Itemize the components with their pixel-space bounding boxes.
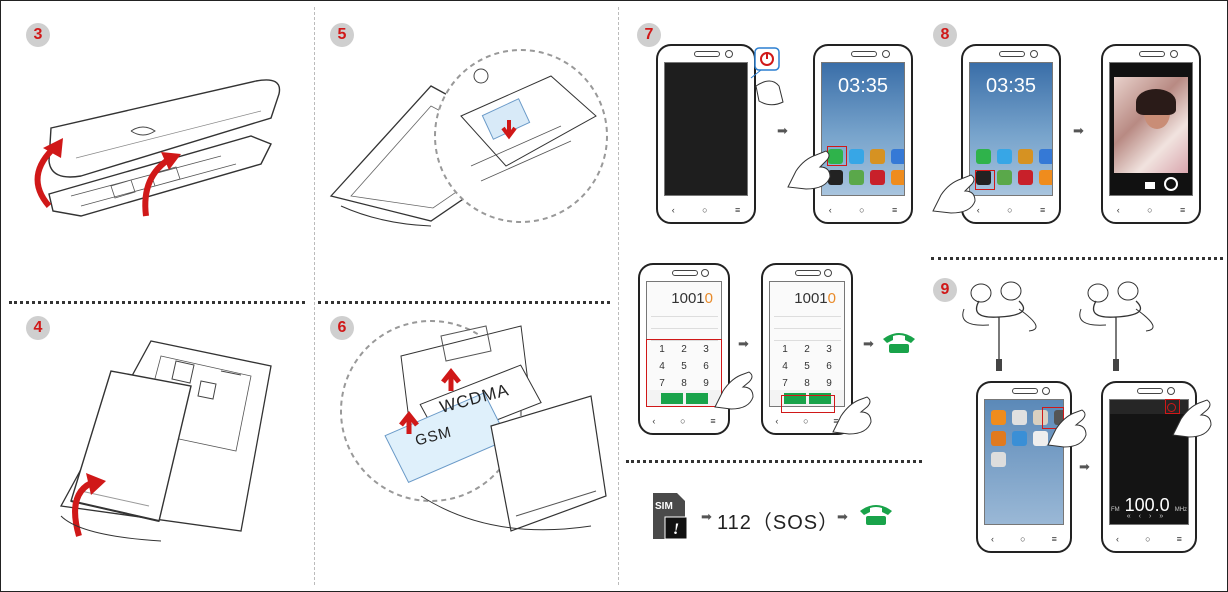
highlight-call-button (781, 395, 835, 413)
gallery-app-icon[interactable] (997, 170, 1012, 185)
highlight-fm-power (1165, 399, 1180, 414)
divider (314, 7, 315, 585)
step3-remove-cover-illustration (34, 79, 281, 217)
phone-dialer-1: 10010 123 456 789 *0# ‹○≡ (638, 263, 730, 435)
power-button-callout (750, 47, 784, 106)
contacts-app-icon[interactable] (1018, 149, 1033, 164)
dotted-divider (9, 301, 305, 304)
music-app-icon[interactable] (870, 170, 885, 185)
shutter-icon[interactable] (1164, 177, 1178, 191)
sim-card-icon (653, 493, 688, 540)
browser-app-icon[interactable] (1039, 149, 1052, 164)
messages-app-icon[interactable] (849, 149, 864, 164)
arrow-right-icon: ➡ (738, 336, 749, 351)
finger-tap-icon (932, 174, 976, 214)
video-app-icon[interactable] (891, 170, 904, 185)
step-badge-5: 5 (330, 23, 354, 47)
fm-frequency-display: FM 100.0 MHz (1110, 495, 1188, 515)
finger-tap-icon (1172, 399, 1212, 438)
camera-app-icon[interactable] (976, 170, 991, 185)
phone-app-drawer: ‹○≡ (976, 381, 1072, 553)
emergency-number: 112（SOS） (717, 512, 840, 534)
highlight-fm-app (1042, 407, 1064, 429)
finger-tap-icon (755, 80, 784, 106)
camera-preview-photo (1114, 77, 1188, 173)
step5-sim-slot-illustration (329, 49, 608, 227)
earphones-icon (1079, 281, 1154, 371)
app-icon[interactable] (1012, 431, 1027, 446)
app-icon[interactable] (991, 431, 1006, 446)
app-icon[interactable] (1033, 410, 1048, 425)
fm-controls[interactable]: «‹›» (1126, 513, 1172, 520)
gallery-app-icon[interactable] (849, 170, 864, 185)
step4-battery-illustration (59, 340, 272, 542)
earphones-icon (962, 281, 1037, 371)
phone-app-icon[interactable] (976, 149, 991, 164)
phone-home-camera: 03:35 ‹○≡ (961, 44, 1061, 224)
arrow-right-icon: ➡ (777, 123, 788, 138)
clock: 03:35 (985, 75, 1037, 97)
dotted-divider (931, 257, 1223, 260)
highlight-camera-app (975, 170, 995, 190)
phone-camera-view: ‹○≡ (1101, 44, 1201, 224)
phone-dialer-2: 10010 123 456 789 *0# ‹○≡ (761, 263, 853, 435)
dotted-divider (318, 301, 610, 304)
phone-app-icon[interactable] (828, 149, 843, 164)
highlight-keypad (646, 339, 722, 407)
contact-row[interactable] (651, 334, 718, 341)
browser-app-icon[interactable] (891, 149, 904, 164)
contact-row[interactable] (651, 322, 718, 329)
clock: 03:35 (837, 75, 889, 97)
arrow-right-icon: ➡ (837, 509, 848, 524)
dialed-number: 10010 (671, 290, 713, 307)
arrow-right-icon: ➡ (863, 336, 874, 351)
arrow-right-icon: ➡ (701, 509, 712, 524)
app-icon[interactable] (1033, 431, 1048, 446)
phone-off: ‹○≡ (656, 44, 756, 224)
call-bar[interactable] (647, 390, 721, 406)
step-badge-8: 8 (933, 23, 957, 47)
step-badge-3: 3 (26, 23, 50, 47)
arrow-right-icon: ➡ (1079, 459, 1090, 474)
sim-card-label: SIM (655, 501, 673, 512)
call-bar[interactable] (770, 390, 844, 406)
step-badge-6: 6 (330, 316, 354, 340)
step-badge-9: 9 (933, 278, 957, 302)
step-badge-4: 4 (26, 316, 50, 340)
finger-tap-icon (1047, 409, 1087, 448)
contact-row[interactable] (651, 310, 718, 317)
messages-app-icon[interactable] (997, 149, 1012, 164)
finger-tap-icon (832, 396, 872, 435)
step-badge-7: 7 (637, 23, 661, 47)
green-phone-icon (860, 505, 892, 525)
video-app-icon[interactable] (1039, 170, 1052, 185)
camera-app-icon[interactable] (828, 170, 843, 185)
phone-lock-screen: 03:35 ‹○≡ (813, 44, 913, 224)
phone-fm-radio: FM 100.0 MHz «‹›» ‹○≡ (1101, 381, 1197, 553)
step6-sim-insert-illustration (340, 320, 607, 532)
blank-screen (664, 62, 748, 196)
finger-tap-icon (787, 150, 831, 190)
contacts-app-icon[interactable] (870, 149, 885, 164)
app-icon[interactable] (1012, 410, 1027, 425)
contact-row[interactable] (774, 334, 841, 341)
sim-alert-mark: ! (673, 521, 680, 538)
fm-radio-app-icon[interactable] (1054, 410, 1063, 425)
dialed-number: 10010 (794, 290, 836, 307)
contact-row[interactable] (774, 322, 841, 329)
arrow-right-icon: ➡ (1073, 123, 1084, 138)
app-icon[interactable] (991, 410, 1006, 425)
video-mode-icon[interactable] (1145, 182, 1155, 189)
music-app-icon[interactable] (1018, 170, 1033, 185)
dotted-divider (626, 460, 922, 463)
green-phone-icon (883, 333, 915, 353)
power-icon[interactable] (1167, 403, 1176, 412)
app-icon[interactable] (991, 452, 1006, 467)
divider (618, 7, 619, 585)
finger-tap-icon (714, 371, 754, 410)
contact-row[interactable] (774, 310, 841, 317)
